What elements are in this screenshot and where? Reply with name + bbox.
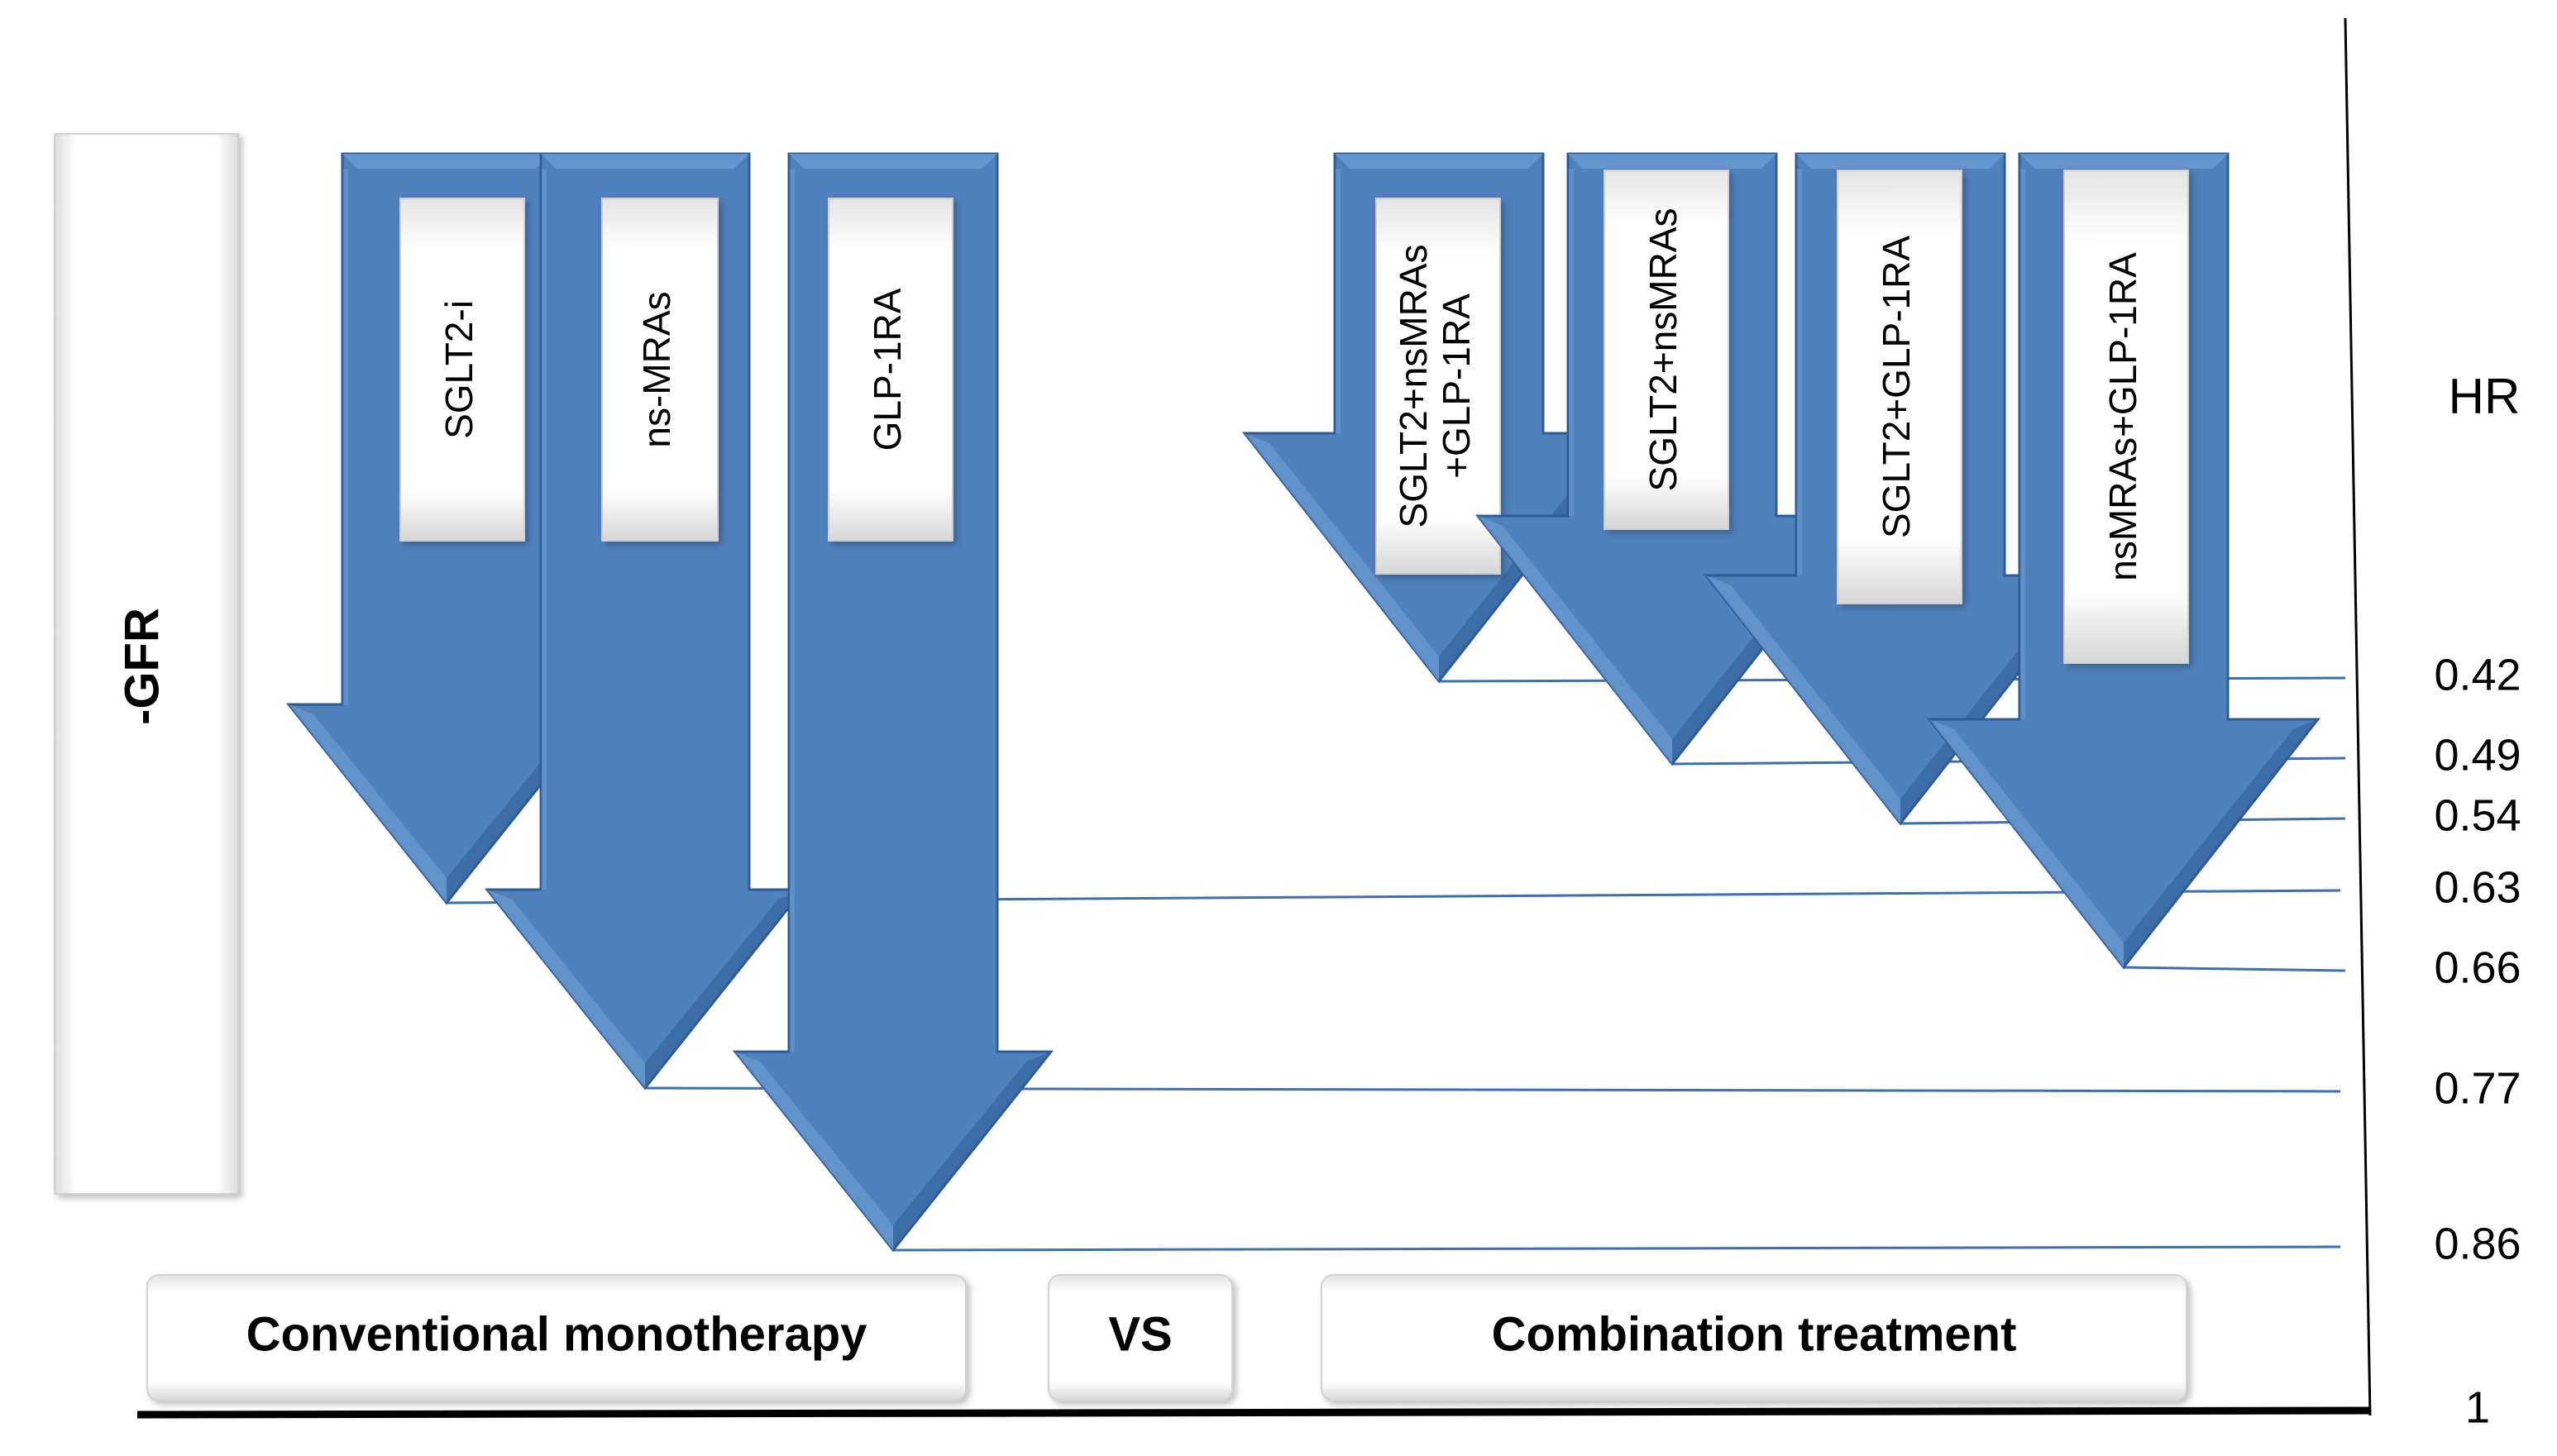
therapy-arrow: nsMRAs+GLP-1RA	[1926, 152, 2321, 970]
arrow-label-box	[601, 198, 719, 542]
hr-tick-label: 0.77	[2434, 1063, 2521, 1113]
therapy-arrows: SGLT2-i ns-MRAs GLP-1RA SGLT2+nsMRAs+GLP-1R…	[285, 152, 2321, 1253]
arrow-label-box	[828, 198, 953, 542]
hr-tick-label: 0.42	[2434, 650, 2521, 699]
hr-tick-label: 0.66	[2434, 943, 2521, 992]
hr-tick-label: 1	[2465, 1382, 2490, 1432]
hr-tick-label: 0.49	[2434, 730, 2521, 780]
baseline	[136, 1406, 2371, 1419]
arrow-label: SGLT2+nsMRAs+GLP-1RA	[1392, 245, 1478, 528]
monotherapy-box	[146, 1274, 967, 1401]
combination-box	[1321, 1274, 2187, 1401]
therapy-arrow: GLP-1RA	[732, 152, 1054, 1253]
arrow-label: GLP-1RA	[866, 288, 909, 451]
hr-tick-label: 0.63	[2434, 862, 2521, 912]
vs-label: VS	[1108, 1307, 1172, 1361]
vs-box	[1048, 1274, 1233, 1401]
hr-tick-label: 0.86	[2434, 1219, 2521, 1268]
arrow-label-box	[1604, 169, 1729, 530]
arrow-label: SGLT2+GLP-1RA	[1875, 236, 1918, 538]
gfr-panel	[54, 133, 239, 1195]
hr-reference-line	[2123, 966, 2346, 972]
combination-label: Combination treatment	[1492, 1307, 2017, 1361]
arrow-label-box	[1375, 198, 1501, 575]
therapy-arrow: ns-MRAs	[484, 152, 806, 1091]
arrow-label: nsMRAs+GLP-1RA	[2101, 252, 2144, 581]
arrow-label: SGLT2+nsMRAs	[1642, 208, 1685, 492]
monotherapy-label: Conventional monotherapy	[246, 1307, 867, 1361]
hr-tick-label: 0.54	[2434, 790, 2521, 840]
arrow-label-box	[1837, 169, 1962, 604]
therapy-arrow: SGLT2+GLP-1RA	[1703, 152, 2098, 826]
arrow-label: ns-MRAs	[635, 291, 678, 447]
hr-axis-title: HR	[2449, 369, 2521, 424]
hr-reference-line	[892, 1245, 2341, 1252]
hr-axis-line	[2344, 17, 2372, 1416]
hr-tick-labels: 0.42 0.49 0.54 0.63 0.66 0.77 0.86 1	[2434, 650, 2521, 1432]
gfr-label: -GFR	[115, 608, 169, 725]
arrow-label-box	[2063, 169, 2189, 664]
arrow-label: SGLT2-i	[437, 300, 480, 439]
arrow-label-box	[399, 198, 525, 542]
